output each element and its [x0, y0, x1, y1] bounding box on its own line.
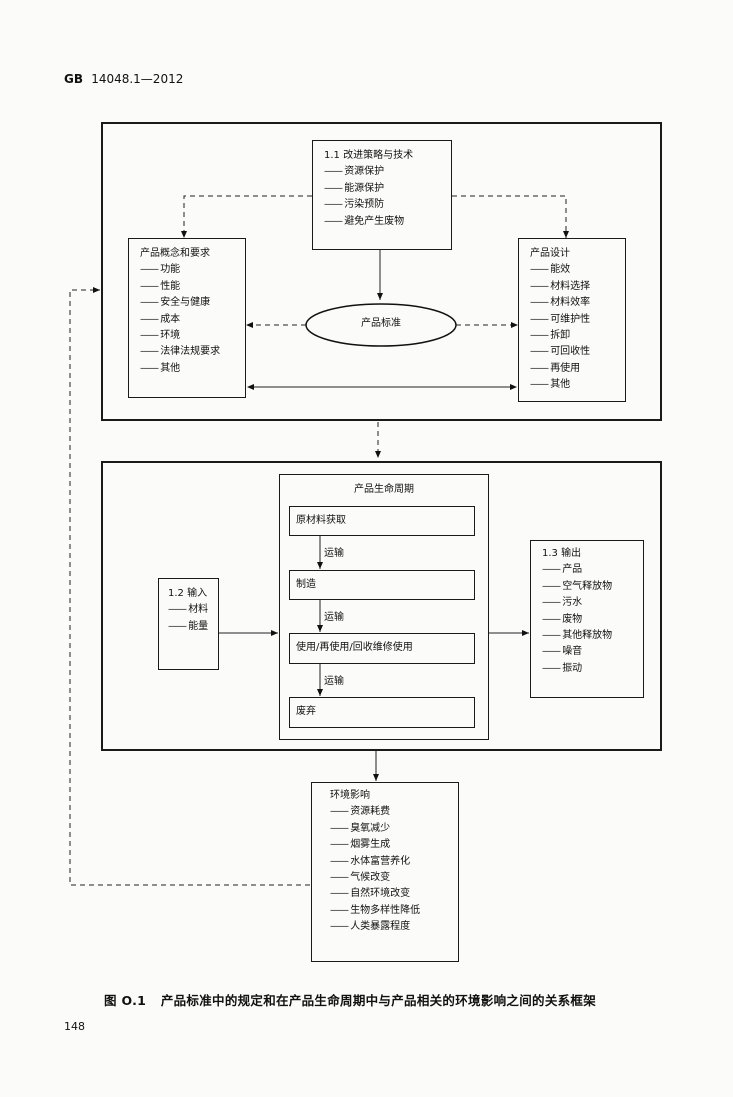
output-item: 污水	[542, 595, 612, 611]
page-number: 148	[64, 1020, 85, 1033]
input-item: 能量	[168, 619, 208, 635]
strategy-item: 污染预防	[324, 197, 413, 213]
impact-item: 资源耗费	[330, 804, 420, 820]
design-item: 可维护性	[530, 312, 590, 328]
lifecycle-box	[279, 474, 489, 740]
output-item: 噪音	[542, 644, 612, 660]
output-heading: 1.3 输出	[542, 548, 582, 559]
output-item: 产品	[542, 562, 612, 578]
stage-raw-material-box	[289, 506, 475, 536]
standard-number: 14048.1—2012	[91, 72, 184, 86]
strategy-box	[312, 140, 452, 250]
concept-item: 环境	[140, 328, 220, 344]
design-item: 其他	[530, 377, 590, 393]
design-item: 再使用	[530, 361, 590, 377]
concept-item: 法律法规要求	[140, 344, 220, 360]
output-item: 其他释放物	[542, 628, 612, 644]
output-item: 废物	[542, 612, 612, 628]
design-heading: 产品设计	[530, 248, 570, 259]
lifecycle-framework-box	[101, 461, 662, 751]
stage-disposal-label: 废弃	[296, 706, 316, 717]
figure-title: 产品标准中的规定和在产品生命周期中与产品相关的环境影响之间的关系框架	[160, 993, 597, 1008]
impact-content: 环境影响 资源耗费 臭氧减少 烟雾生成 水体富营养化 气候改变 自然环境改变 生…	[330, 788, 420, 936]
stage-raw-material-label: 原材料获取	[296, 515, 346, 526]
strategy-heading: 1.1 改进策略与技术	[324, 148, 414, 165]
concept-item: 成本	[140, 312, 220, 328]
output-box	[530, 540, 644, 698]
lifecycle-heading: 产品生命周期	[354, 484, 414, 495]
strategy-to-concept-arrow	[181, 195, 312, 238]
input-heading: 1.2 输入	[168, 588, 208, 599]
strategy-item: 资源保护	[324, 164, 413, 180]
concept-content: 产品概念和要求 功能 性能 安全与健康 成本 环境 法律法规要求 其他	[140, 246, 220, 377]
input-box	[158, 578, 219, 670]
output-item: 空气释放物	[542, 579, 612, 595]
design-item: 可回收性	[530, 344, 590, 360]
design-item: 拆卸	[530, 328, 590, 344]
impact-item: 自然环境改变	[330, 886, 420, 902]
impact-box	[311, 782, 459, 962]
figure-caption: 图 O.1 产品标准中的规定和在产品生命周期中与产品相关的环境影响之间的关系框架	[104, 990, 596, 1009]
standard-code: GB	[64, 72, 83, 86]
strategy-item: 避免产生废物	[324, 214, 413, 230]
strategy-to-design-arrow	[452, 195, 569, 238]
impact-item: 臭氧减少	[330, 821, 420, 837]
transport-label: 运输	[324, 676, 344, 687]
design-box	[518, 238, 626, 402]
impact-item: 生物多样性降低	[330, 903, 420, 919]
concept-item: 性能	[140, 279, 220, 295]
product-standard-label: 产品标准	[361, 318, 401, 329]
transport-label: 运输	[324, 548, 344, 559]
design-content: 产品设计 能效 材料选择 材料效率 可维护性 拆卸 可回收性 再使用 其他	[530, 246, 590, 394]
impact-heading: 环境影响	[330, 790, 370, 801]
stage-use-box	[289, 633, 475, 664]
impact-item: 水体富营养化	[330, 854, 420, 870]
design-framework-box	[101, 122, 662, 421]
concept-item: 安全与健康	[140, 295, 220, 311]
page-header: GB 14048.1—2012	[64, 72, 183, 86]
impact-item: 气候改变	[330, 870, 420, 886]
figure-label: 图 O.1	[104, 993, 147, 1008]
stage-disposal-box	[289, 697, 475, 728]
feedback-loop-arrow	[69, 287, 310, 886]
transport-label: 运输	[324, 612, 344, 623]
concept-box	[128, 238, 246, 398]
product-standard-oval	[305, 303, 457, 347]
strategy-item: 能源保护	[324, 181, 413, 197]
stage-manufacture-label: 制造	[296, 579, 316, 590]
impact-item: 烟雾生成	[330, 837, 420, 853]
design-item: 材料效率	[530, 295, 590, 311]
stage-use-label: 使用/再使用/回收维修使用	[296, 642, 413, 653]
strategy-content: 1.1 改进策略与技术 资源保护 能源保护 污染预防 避免产生废物	[324, 148, 414, 230]
concept-item: 功能	[140, 262, 220, 278]
concept-item: 其他	[140, 361, 220, 377]
design-item: 能效	[530, 262, 590, 278]
input-content: 1.2 输入 材料 能量	[168, 586, 208, 635]
concept-heading: 产品概念和要求	[140, 248, 210, 259]
output-item: 振动	[542, 661, 612, 677]
impact-item: 人类暴露程度	[330, 919, 420, 935]
input-item: 材料	[168, 602, 208, 618]
output-content: 1.3 输出 产品 空气释放物 污水 废物 其他释放物 噪音 振动	[542, 546, 612, 677]
design-item: 材料选择	[530, 279, 590, 295]
stage-manufacture-box	[289, 570, 475, 600]
